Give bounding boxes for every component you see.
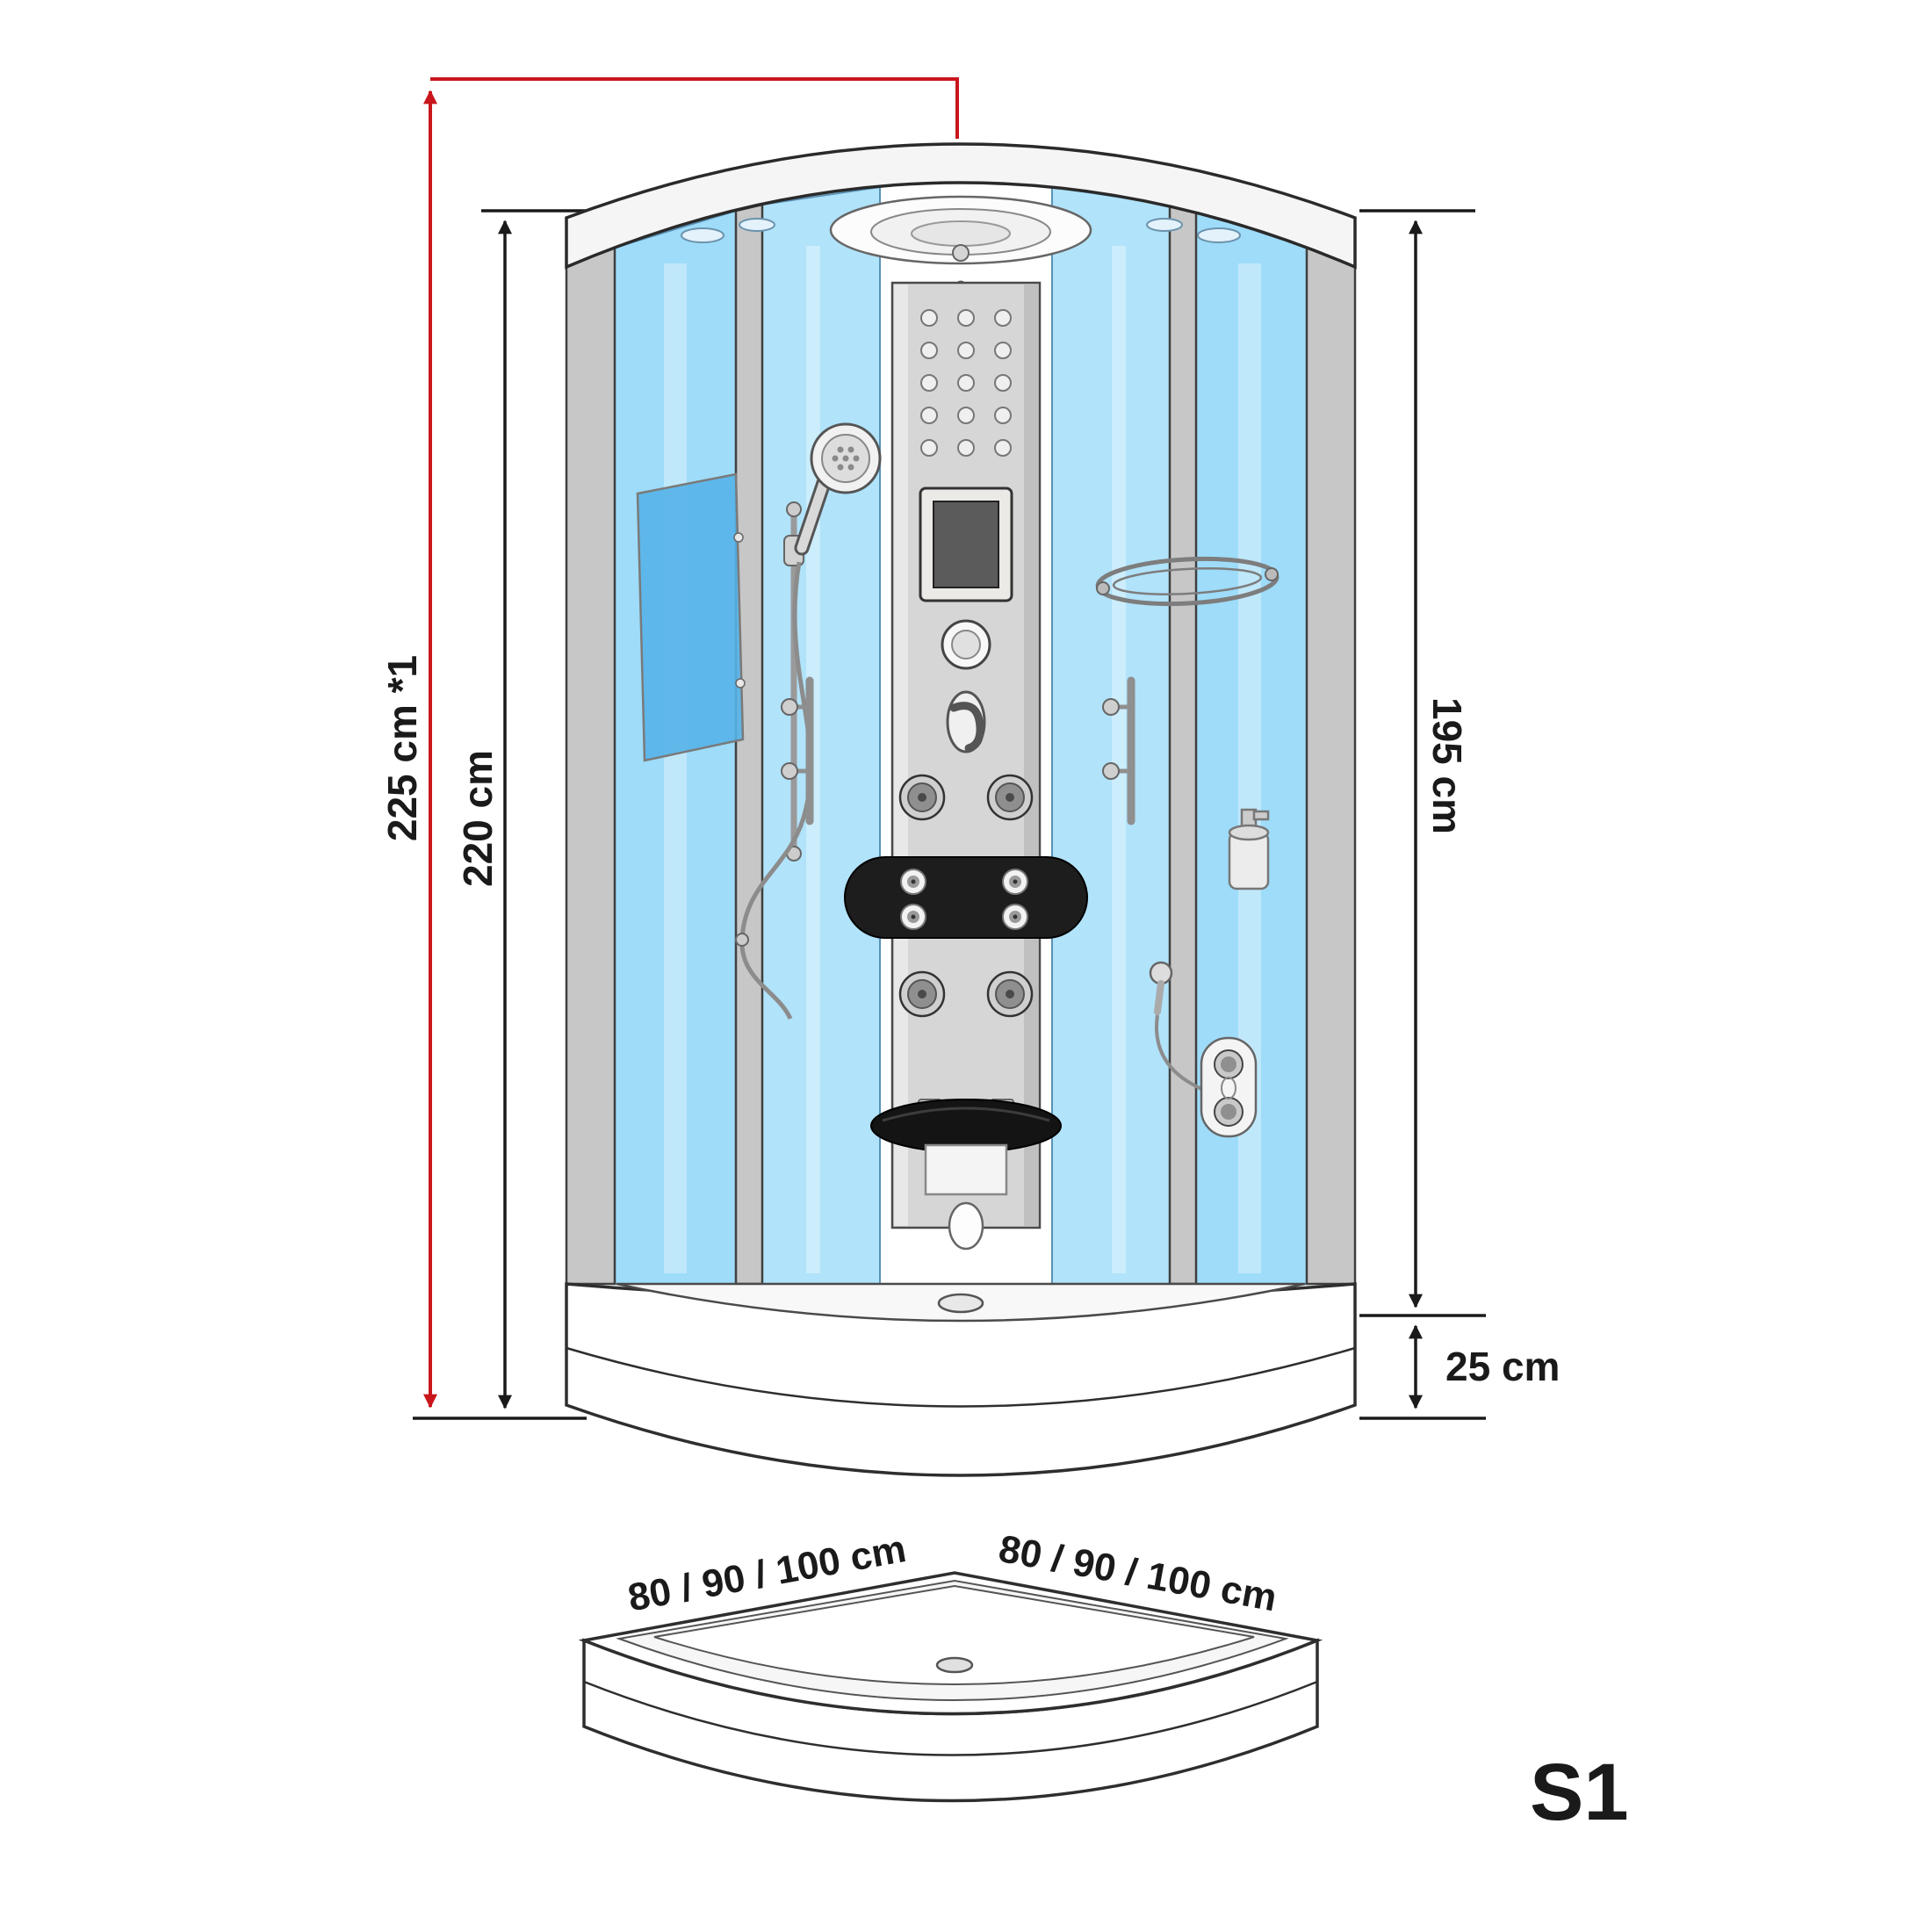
headrest-nozzles	[900, 869, 1028, 930]
side-jet-panel	[1200, 1036, 1258, 1138]
towel-rack	[1095, 556, 1280, 607]
speaker-holes	[920, 309, 1012, 457]
rain-shower-head	[829, 195, 1092, 292]
massage-jets-lower	[898, 970, 1034, 1018]
ceiling-vents	[681, 218, 1241, 243]
shower-hose	[739, 561, 813, 1020]
dimension-cabin-height	[413, 209, 587, 1420]
headrest	[844, 856, 1088, 939]
tray-top-view	[578, 1571, 1323, 1803]
door-handle-right	[1102, 676, 1135, 825]
tray-skirt-band	[583, 1680, 1318, 1756]
tray-drain-top	[935, 1656, 974, 1674]
massage-jets-upper	[898, 774, 1034, 821]
dim-label-tray-height: 25 cm	[1445, 1344, 1560, 1389]
thermostat-knob	[941, 619, 991, 670]
foot-massage-outlet	[948, 1201, 984, 1251]
tray-band-line	[566, 1346, 1356, 1408]
seat-support	[924, 1143, 1008, 1196]
dim-label-cabin-height: 220 cm	[455, 750, 501, 887]
tray-drain	[937, 1293, 984, 1314]
door-handle-left	[781, 676, 814, 825]
roof-band	[565, 142, 1357, 270]
display-screen	[933, 501, 999, 588]
hand-shower	[794, 422, 882, 556]
column-body	[890, 281, 1042, 1229]
cabin-illustration	[565, 142, 1357, 1477]
tray-basin-top	[653, 1584, 1255, 1685]
folding-seat	[870, 1099, 1062, 1251]
shower-tray-front	[565, 1282, 1357, 1477]
dim-label-total-height: 225 cm *1	[379, 655, 425, 841]
mixer-lever	[946, 690, 986, 753]
column-shadow	[1024, 285, 1038, 1226]
frame-post-right-outer	[1305, 246, 1357, 1286]
dimension-tray-height	[1359, 1324, 1486, 1420]
dimension-total-height	[423, 77, 959, 1409]
glass-pane-right-inner	[1051, 185, 1171, 1285]
soap-dispenser	[1228, 808, 1270, 890]
glass-pane-left-inner	[761, 185, 881, 1285]
frame-post-right-inner	[1168, 203, 1198, 1286]
spray-nozzles	[832, 446, 860, 471]
mirror-screws	[733, 532, 746, 688]
frame-post-left-outer	[565, 246, 616, 1286]
extension-line-top	[430, 77, 959, 139]
control-display	[919, 487, 1013, 602]
column-highlight	[894, 285, 908, 1226]
bidet-sprayer	[1149, 961, 1202, 1091]
hose-bracket	[735, 933, 749, 947]
frame-post-left-inner	[734, 203, 764, 1286]
dimension-interior-height	[1359, 209, 1486, 1317]
model-label: S1	[1530, 1748, 1629, 1837]
control-column	[844, 281, 1088, 1251]
dim-label-interior-height: 195 cm	[1424, 697, 1470, 834]
mirror	[636, 472, 745, 762]
